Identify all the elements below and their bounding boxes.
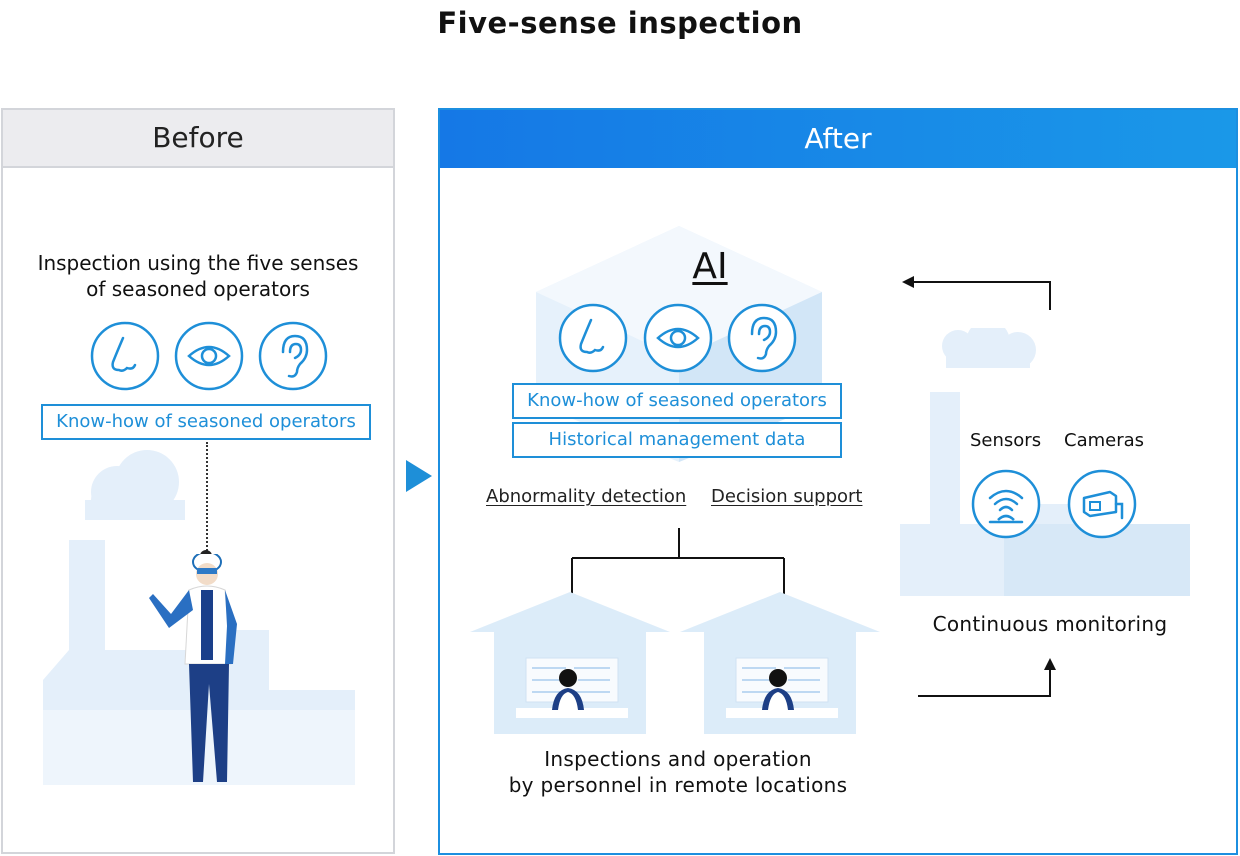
nose-icon bbox=[90, 321, 160, 391]
after-panel: After AI Know-how of seasoned operators … bbox=[438, 108, 1238, 855]
ear-icon bbox=[258, 321, 328, 391]
remote-room-right bbox=[680, 592, 880, 734]
before-header: Before bbox=[3, 110, 393, 168]
before-heading-line2: of seasoned operators bbox=[86, 277, 310, 301]
historical-data-box: Historical management data bbox=[512, 422, 842, 458]
ai-label: AI bbox=[692, 246, 728, 287]
after-knowhow-box: Know-how of seasoned operators bbox=[512, 383, 842, 419]
camera-icon bbox=[1067, 469, 1137, 539]
before-heading: Inspection using the five senses of seas… bbox=[3, 250, 393, 302]
continuous-monitoring-label: Continuous monitoring bbox=[932, 612, 1168, 636]
eye-icon bbox=[174, 321, 244, 391]
sensors-label: Sensors bbox=[970, 430, 1042, 451]
before-heading-line1: Inspection using the five senses bbox=[37, 251, 359, 275]
abnormality-detection-label: Abnormality detection bbox=[486, 486, 687, 507]
monitoring-factory bbox=[900, 328, 1190, 596]
sensor-icon bbox=[971, 469, 1041, 539]
before-panel: Before Inspection using the five senses … bbox=[1, 108, 395, 854]
cameras-label: Cameras bbox=[1064, 430, 1145, 451]
dotted-connector bbox=[206, 442, 208, 554]
return-arrow-icon bbox=[902, 276, 1051, 310]
before-knowhow-box: Know-how of seasoned operators bbox=[41, 404, 371, 440]
eye-icon bbox=[643, 303, 713, 373]
remote-caption: Inspections and operation by personnel i… bbox=[464, 746, 892, 798]
decision-support-label: Decision support bbox=[711, 486, 863, 507]
feedback-arrow-icon bbox=[918, 658, 1056, 697]
before-to-after-arrow-icon bbox=[406, 460, 432, 492]
remote-caption-line2: by personnel in remote locations bbox=[508, 773, 848, 797]
after-header: After bbox=[440, 110, 1236, 168]
remote-room-left bbox=[470, 592, 670, 734]
remote-caption-line1: Inspections and operation bbox=[544, 747, 812, 771]
operator-figure-icon bbox=[149, 554, 237, 782]
diagram-title: Five-sense inspection bbox=[437, 6, 803, 40]
ear-icon bbox=[727, 303, 797, 373]
nose-icon bbox=[558, 303, 628, 373]
